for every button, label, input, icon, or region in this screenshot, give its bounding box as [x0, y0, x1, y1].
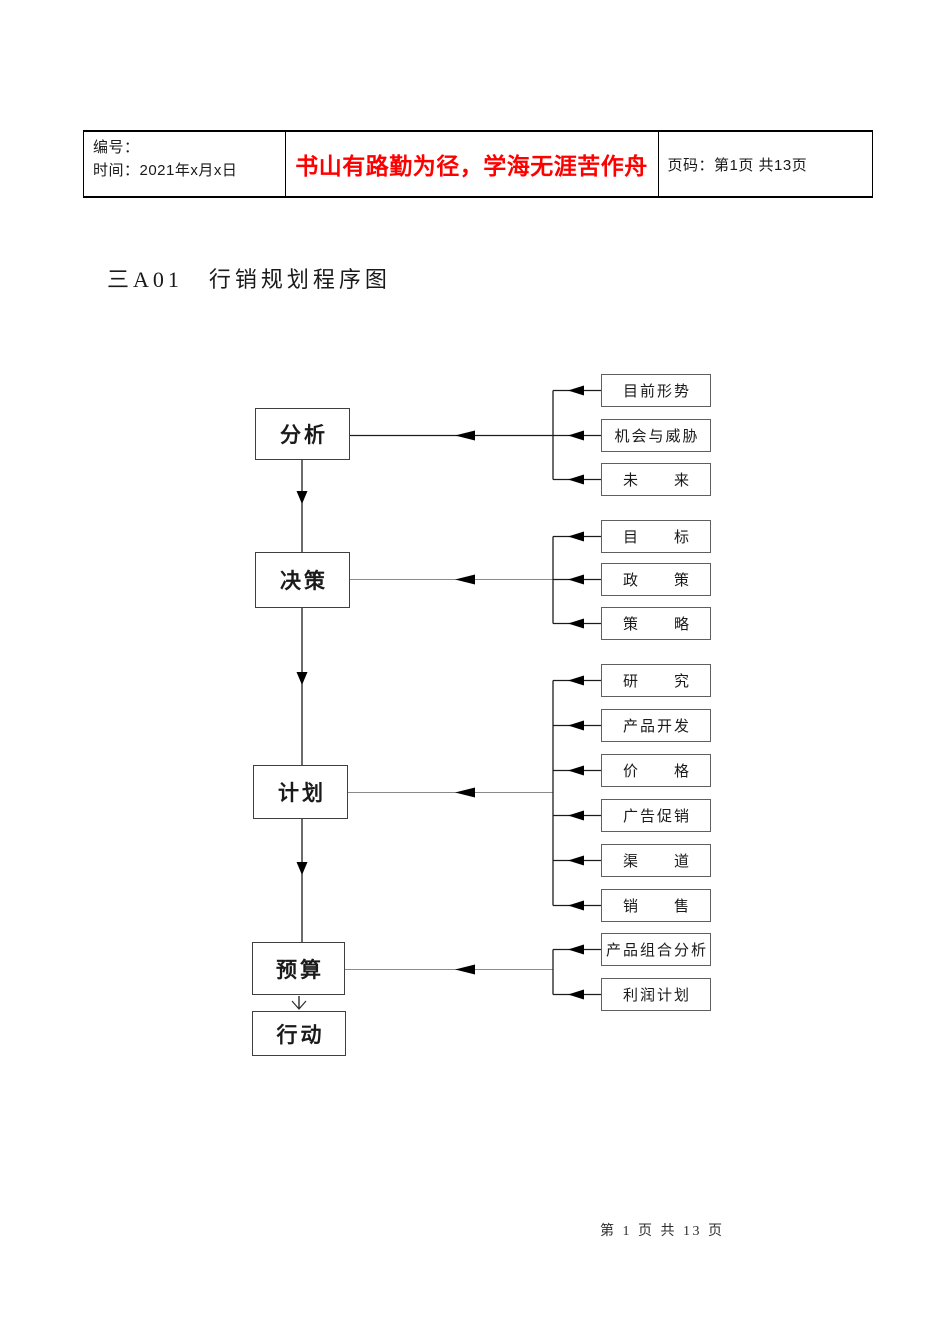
- header-cell-motto: 书山有路勤为径，学海无涯苦作舟: [284, 132, 658, 196]
- target-box-sales: 销 售: [601, 889, 711, 922]
- target-box-price: 价 格: [601, 754, 711, 787]
- stage-box-budget: 预算: [252, 942, 345, 995]
- doc-number-label: 编号：: [93, 139, 140, 156]
- target-box-policy: 政 策: [601, 563, 711, 596]
- target-box-product-development: 产品开发: [601, 709, 711, 742]
- target-stub-arrows: [553, 385, 601, 1000]
- stage-box-action: 行动: [252, 1011, 346, 1056]
- page-title: 三A01 行销规划程序图: [107, 267, 391, 292]
- footer-page-number: 第 1 页 共 13 页: [600, 1224, 725, 1239]
- page-number-label: 页码：第1页 共13页: [667, 156, 808, 174]
- stage-box-decision: 决策: [255, 552, 350, 608]
- doc-time-label: 时间：2021年x月x日: [93, 162, 238, 179]
- target-box-channel: 渠 道: [601, 844, 711, 877]
- stage-box-plan: 计划: [253, 765, 348, 819]
- header-table: 编号： 时间：2021年x月x日 书山有路勤为径，学海无涯苦作舟 页码：第1页 …: [83, 130, 873, 198]
- group-main-lines: [345, 430, 553, 975]
- target-box-research: 研 究: [601, 664, 711, 697]
- target-box-opportunities-threats: 机会与威胁: [601, 419, 711, 452]
- target-box-future: 未 来: [601, 463, 711, 496]
- target-box-profit-plan: 利润计划: [601, 978, 711, 1011]
- target-box-goal: 目 标: [601, 520, 711, 553]
- motto-text: 书山有路勤为径，学海无涯苦作舟: [295, 154, 648, 179]
- target-box-product-mix-analysis: 产品组合分析: [601, 933, 711, 966]
- stage-connectors: [291, 460, 308, 1010]
- header-cell-page: 页码：第1页 共13页: [657, 132, 872, 196]
- header-cell-meta: 编号： 时间：2021年x月x日: [84, 132, 285, 196]
- target-box-strategy: 策 略: [601, 607, 711, 640]
- stage-box-analysis: 分析: [255, 408, 350, 460]
- target-box-current-situation: 目前形势: [601, 374, 711, 407]
- target-box-advertising-promotion: 广告促销: [601, 799, 711, 832]
